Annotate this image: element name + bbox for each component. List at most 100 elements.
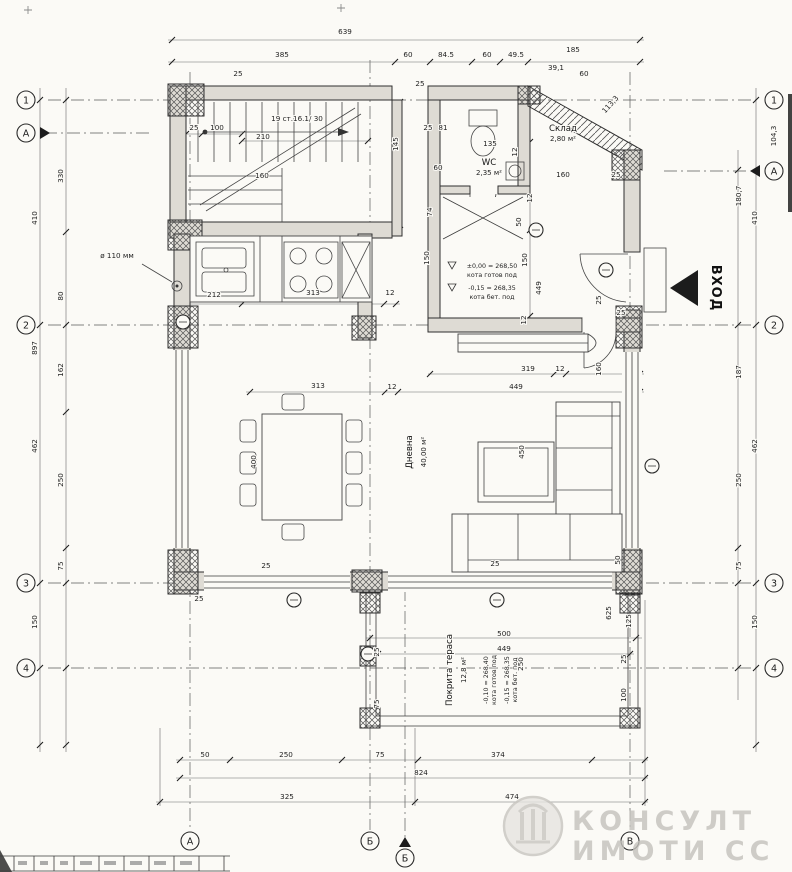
watermark-logo-icon [502, 795, 564, 857]
utility-marker-icon [175, 314, 191, 330]
svg-text:Б: Б [367, 837, 374, 848]
dimension-label: 81 [438, 123, 447, 132]
dimension-label: 313 [306, 288, 320, 297]
axis-right-4: 4 [764, 658, 784, 678]
room-label-dnevna: Дневна [405, 435, 415, 469]
svg-text:А: А [187, 837, 194, 848]
dimension-label: 319 [521, 364, 535, 373]
dimension-label: 210 [256, 132, 270, 141]
dimension-label: 150 [750, 615, 759, 629]
dimension-label: 12 [510, 147, 519, 156]
watermark-line2: ИМОТИ СС [572, 836, 774, 867]
level-mark-icon [447, 261, 457, 270]
cabinet [341, 241, 371, 299]
dimension-label: 60 [403, 50, 413, 59]
dimension-label: 150 [422, 251, 431, 265]
dimension-label: 100 [210, 123, 224, 132]
dimension-label: 449 [497, 644, 511, 653]
dimension-label: 187 [734, 365, 743, 379]
dimension-label: 25 [594, 295, 603, 304]
elevation-line: кота бет. под [470, 293, 516, 301]
dimension-label: 75 [375, 750, 384, 759]
dimension-label: 449 [509, 382, 523, 391]
room-area-wc: 2,35 м² [476, 169, 502, 177]
section-mark-a-left: А [16, 123, 50, 143]
axis-right-2: 2 [764, 315, 784, 335]
chair [239, 451, 257, 475]
section-mark-a-right: А [750, 161, 784, 181]
dimension-label: 185 [566, 45, 580, 54]
dimension-label: 212 [207, 290, 221, 299]
dimension-label: 75 [734, 561, 743, 570]
svg-text:4: 4 [23, 664, 29, 675]
dimension-label: 325 [280, 792, 294, 801]
dimension-label: 250 [734, 473, 743, 487]
dimension-label: 639 [338, 27, 352, 36]
dimension-label: 410 [30, 211, 39, 225]
room-area-dnevna: 40,00 м² [420, 437, 428, 468]
stair-direction-arrow-icon [338, 128, 349, 136]
svg-text:4: 4 [771, 664, 777, 675]
dimension-label: 25 [415, 79, 424, 88]
dimension-label: 250 [56, 473, 65, 487]
dimension-label: 25 [611, 170, 620, 179]
interior-door [581, 318, 617, 369]
windows [172, 350, 642, 592]
dimension-label: 449 [534, 281, 543, 295]
dimension-label: 25 [194, 594, 203, 603]
dimension-label: 74 [425, 207, 434, 217]
sink-icon [195, 241, 255, 297]
utility-marker-icon [528, 222, 544, 238]
illegible-text-fragment [18, 861, 192, 865]
svg-text:3: 3 [771, 579, 777, 590]
axis-left-1: 1 [16, 90, 36, 110]
dimension-label: 250 [516, 657, 525, 671]
dimension-label: 313 [311, 381, 325, 390]
pipe-marker-icon [141, 263, 183, 292]
axis-left-4: 4 [16, 658, 36, 678]
dimension-label: 12 [519, 315, 528, 324]
dimension-label: 25 [490, 559, 499, 568]
dimension-label: 25 [233, 69, 242, 78]
elevation-line: -0,10 = 268,40 [483, 656, 490, 704]
room-label-terasa: Покрита тераса [445, 634, 455, 706]
utility-marker-icon [598, 262, 614, 278]
dimension-label: 12 [555, 364, 564, 373]
section-mark-b-bottom: Б [395, 837, 415, 868]
dining-table [261, 413, 343, 521]
dimension-label: 39,1 [548, 63, 564, 72]
dimension-label: 60 [482, 50, 492, 59]
svg-text:2: 2 [23, 321, 29, 332]
section-arrow-icon [40, 127, 50, 139]
dimension-label: 160 [255, 171, 269, 180]
dimension-label: 104,3 [769, 126, 778, 147]
elevation-line: -0,15 = 268,35 [468, 285, 516, 292]
elevation-line: кота готов под [491, 654, 498, 705]
dimension-label: 80 [56, 291, 65, 301]
dimension-label: 474 [505, 792, 519, 801]
entrance-arrow-icon [670, 270, 698, 306]
dimension-label: 113,3 [600, 94, 620, 115]
dimension-label: 49.5 [508, 50, 524, 59]
axis-bottom-v: В [620, 831, 640, 851]
dimension-label: 125 [624, 614, 633, 628]
dimension-label: 135 [483, 139, 497, 148]
chair [345, 419, 363, 443]
dimension-label: 160 [594, 362, 603, 376]
dimension-label: 60 [433, 163, 443, 172]
dimension-label: 12 [387, 382, 396, 391]
dimension-label: 50 [200, 750, 210, 759]
pipe-note: ø 110 мм [100, 251, 134, 260]
svg-text:Б: Б [402, 854, 409, 865]
section-arrow-icon [750, 165, 760, 177]
dimension-label: 60 [579, 69, 589, 78]
dimension-label: 150 [520, 253, 529, 267]
svg-text:В: В [627, 837, 634, 848]
dimension-label: 25 [619, 654, 628, 663]
svg-text:1: 1 [23, 96, 29, 107]
stairs [188, 102, 362, 222]
section-arrow-icon [399, 837, 411, 847]
dimension-label: 25 [189, 123, 198, 132]
